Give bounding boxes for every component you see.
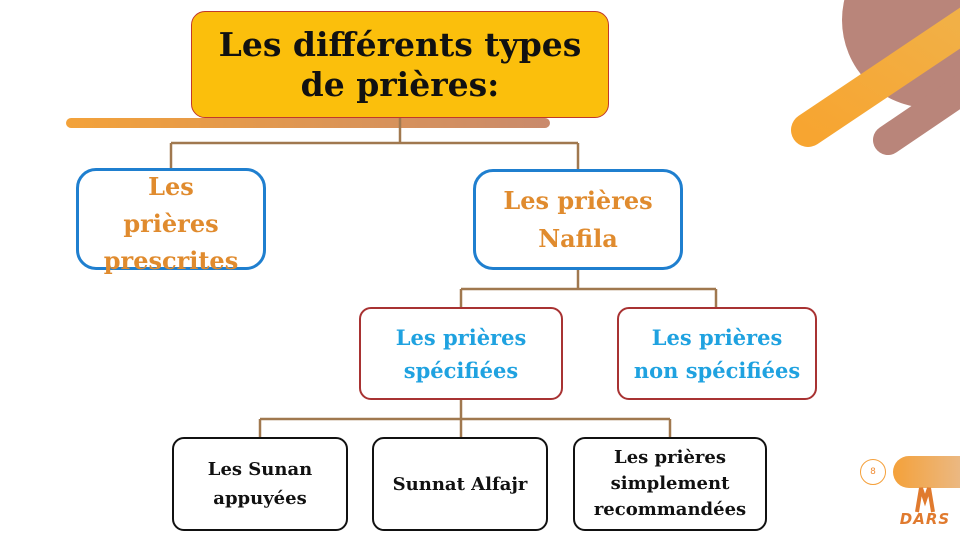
node-prescrites-label: Les prières prescrites (103, 172, 239, 275)
node-alfajr: Sunnat Alfajr (372, 437, 548, 531)
diagram-title-box: Les différents types de prières: (191, 11, 609, 118)
diagram-title: Les différents types de prières: (218, 24, 582, 104)
node-sunan-label: Les Sunan appuyées (207, 459, 313, 509)
dars-logo-mark-icon (915, 487, 935, 513)
node-recommandees-label: Les prières simplement recommandées (593, 447, 747, 520)
node-alfajr-label: Sunnat Alfajr (392, 473, 528, 495)
node-specifiees: Les prières spécifiées (359, 307, 563, 400)
dars-logo: DARS (890, 484, 960, 540)
dars-logo-text: DARS (899, 510, 951, 528)
node-recommandees: Les prières simplement recommandées (573, 437, 767, 531)
title-underline-bar (66, 118, 550, 128)
page-number: 8 (860, 459, 886, 485)
node-nafila: Les prières Nafila (473, 169, 683, 270)
node-non-specifiees-label: Les prières non spécifiées (633, 324, 801, 383)
node-non-specifiees: Les prières non spécifiées (617, 307, 817, 400)
node-specifiees-label: Les prières spécifiées (395, 324, 527, 383)
node-sunan: Les Sunan appuyées (172, 437, 348, 531)
corner-pill-shape (893, 456, 960, 488)
node-nafila-label: Les prières Nafila (503, 185, 653, 253)
diagonal-stripe-dark (873, 73, 960, 155)
node-prescrites: Les prières prescrites (76, 168, 266, 275)
